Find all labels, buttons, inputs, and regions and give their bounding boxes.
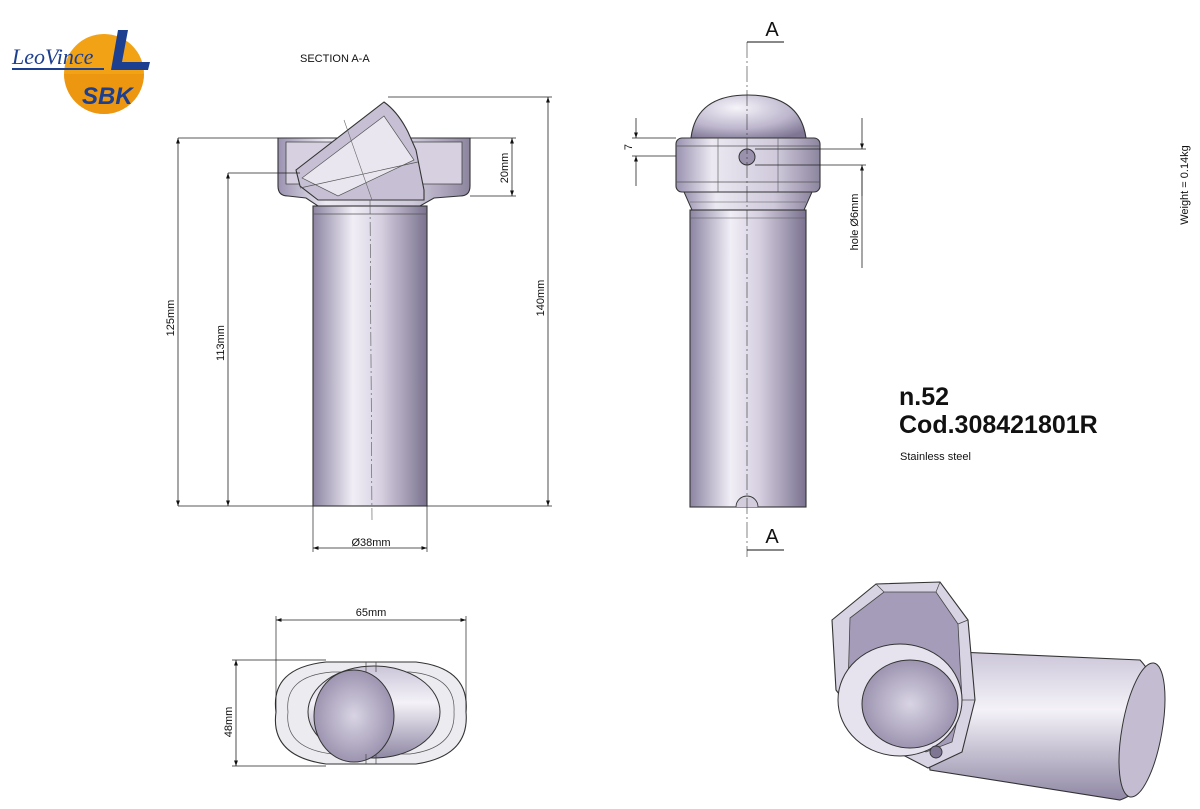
dim-7: 7 [623,144,635,150]
top-view [274,661,467,765]
material-label: Stainless steel [900,451,971,463]
part-number: n.52 [899,383,950,411]
section-dimensions: 125mm 113mm 140mm 20mm Ø38mm [165,96,552,552]
dim-140: 140mm [535,280,547,317]
weight-label: Weight = 0.14kg [1179,145,1191,225]
side-view: A A [675,19,821,557]
section-mark-bottom: A [765,526,779,548]
part-code: Cod.308421801R [899,411,1098,439]
dim-65: 65mm [356,607,387,619]
dim-125: 125mm [165,300,177,337]
dim-48: 48mm [223,707,235,738]
section-view [277,101,471,521]
brand-logo: LeoVince SBK [11,30,150,114]
brand-series: SBK [82,83,134,110]
side-dimensions: 7 hole Ø6mm [623,118,866,268]
part-block: n.52 Cod.308421801R [899,383,1098,439]
dim-20: 20mm [499,153,511,184]
isometric-view [831,581,1166,801]
dim-38: Ø38mm [351,537,390,549]
brand-name: LeoVince [11,44,94,69]
section-title: SECTION A-A [300,53,370,65]
top-dimensions: 65mm 48mm [223,607,467,767]
section-mark-top: A [765,19,779,41]
dim-113: 113mm [215,325,227,361]
dim-hole-6: hole Ø6mm [849,194,861,251]
